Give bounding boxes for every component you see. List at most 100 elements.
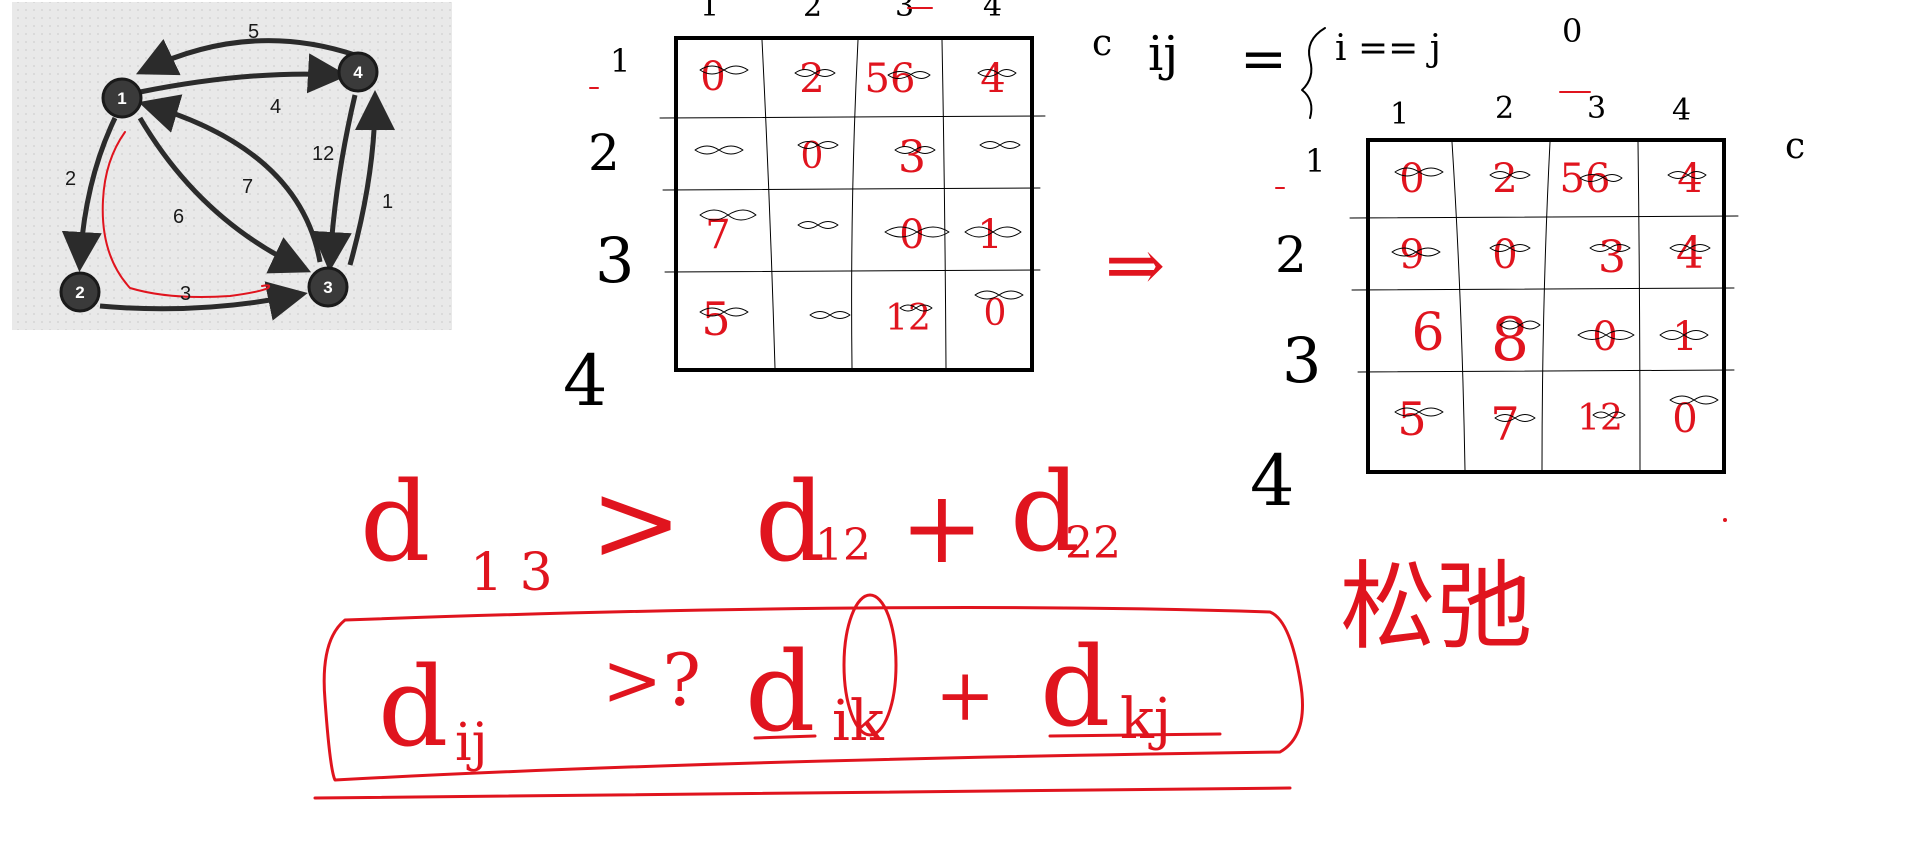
col-header: 3 [895,0,914,24]
grid-line [1351,287,1735,291]
matrix-left: 1 2 3 4 1 2 3 4 0 2 56 4 0 3 7 0 1 5 12 … [563,0,1046,422]
formula2-d: d [1040,623,1110,751]
node-label: 2 [75,283,84,302]
formula2-sub: kj [1120,687,1171,752]
grid-line [662,187,1041,191]
matrix-border [1366,138,1726,474]
matrix-cell: 7 [1490,397,1519,451]
formula-tail: 0 [1562,12,1582,50]
matrix-cell: 12 [885,298,931,339]
formula1-gt: > [590,458,682,586]
infinity-scribbles [1391,167,1719,422]
edge-label-2-3: 3 [180,283,191,305]
matrix-cell: 5 [1397,392,1426,446]
red-dot [1723,518,1727,522]
edge-3-4 [347,90,395,266]
matrix-cell: 2 [1492,156,1517,202]
graph-figure: 5 4 2 6 7 3 12 1 1 2 3 4 [12,2,452,330]
matrix-right: 1 2 3 4 1 2 3 4 0 2 56 4 9 0 3 4 6 8 0 1… [1250,91,1739,522]
graph-node-3: 3 [307,266,349,308]
grid-line [1349,215,1739,219]
formula1-d: d [1010,448,1080,576]
matrix-cell: 3 [1598,232,1626,283]
formula1-d: d [360,458,430,586]
graph-node-1: 1 [101,77,143,119]
edge-label-1-3: 6 [173,206,184,228]
grid-line [941,39,947,369]
edge-label-3-1: 7 [242,176,253,198]
matrix-cell: 6 [1411,303,1444,363]
grid-line [1637,141,1641,471]
formula1-sub: 12 [815,520,871,571]
matrix-cell: 8 [1491,305,1529,375]
underline-dkj [1048,732,1222,738]
edge-4-1 [135,38,356,76]
formula2-underline [313,786,1292,800]
transform-arrow: ⇒ [1105,223,1165,307]
matrix-cell: 2 [799,56,824,102]
col-header: 2 [1495,91,1514,126]
row-header: 3 [1282,324,1321,397]
edge-label-1-4: 4 [270,96,281,118]
matrix-cell: 3 [898,132,926,183]
grid-line [1451,141,1466,471]
col-header: 4 [1672,93,1691,128]
formula2-box [322,606,1304,782]
row-header: 1 [610,42,630,80]
matrix-cell: 4 [1677,156,1702,202]
row-header: 4 [1250,440,1295,522]
formula2-d: d [745,628,815,756]
edge-1-3 [137,116,312,274]
matrix-cell: 0 [700,54,725,100]
top-formula: c ij = i == j 0 [1092,12,1582,119]
grid-line [761,39,776,369]
matrix-cell: 56 [865,56,916,102]
matrix-cell: 0 [1399,156,1424,202]
edge-label-4-3: 12 [312,143,334,165]
formula-2: d ij >? d ik + d kj [313,593,1304,800]
formula2-sub: ik [832,689,885,754]
formula-sub: ij [1148,26,1178,82]
matrix-cell: 0 [984,293,1007,334]
formula1-sub: 22 [1065,518,1121,569]
col-header: 1 [1390,97,1409,132]
graph-node-2: 2 [59,271,101,313]
formula2-plus: + [935,653,995,737]
node-label: 1 [117,89,126,108]
edge-label-4-1: 5 [248,21,259,43]
edge-label-3-4: 1 [382,191,393,213]
node-label: 4 [353,63,363,82]
edge-1-2 [61,116,118,272]
formula2-gtq: >? [602,638,701,722]
row-header: 1 [1305,142,1325,180]
matrix-cell: 56 [1560,156,1611,202]
right-c-label: c [1785,126,1805,167]
row-header: 2 [1275,226,1307,284]
row-header: 2 [588,124,620,182]
relaxation-note: 松弛 [1340,551,1532,663]
graph-node-4: 4 [337,51,379,93]
col-header: 3 [1587,91,1606,126]
underline-dik [753,734,817,740]
grid-line [664,269,1041,273]
k-circle [842,593,898,737]
matrix-cell: 5 [701,292,730,346]
matrix-cell: 0 [801,136,824,177]
formula2-sub: ij [455,713,488,773]
formula-brace [1301,27,1326,119]
grid-line [1541,141,1551,471]
matrix-border [674,36,1034,372]
formula-1: d 1 3 > d 12 + d 22 [360,448,1121,603]
col-header: 1 [700,0,719,24]
matrix-cell: 9 [1399,232,1424,278]
matrix-cell: 4 [1676,228,1704,279]
matrix-cell: 1 [1672,314,1697,360]
matrix-cell: 4 [980,56,1005,102]
col-header: 4 [983,0,1002,24]
col-header: 2 [803,0,822,24]
node-label: 3 [323,278,332,297]
edge-1-4 [139,53,348,95]
edge-2-3 [99,281,308,321]
red-path-highlight [101,131,271,298]
